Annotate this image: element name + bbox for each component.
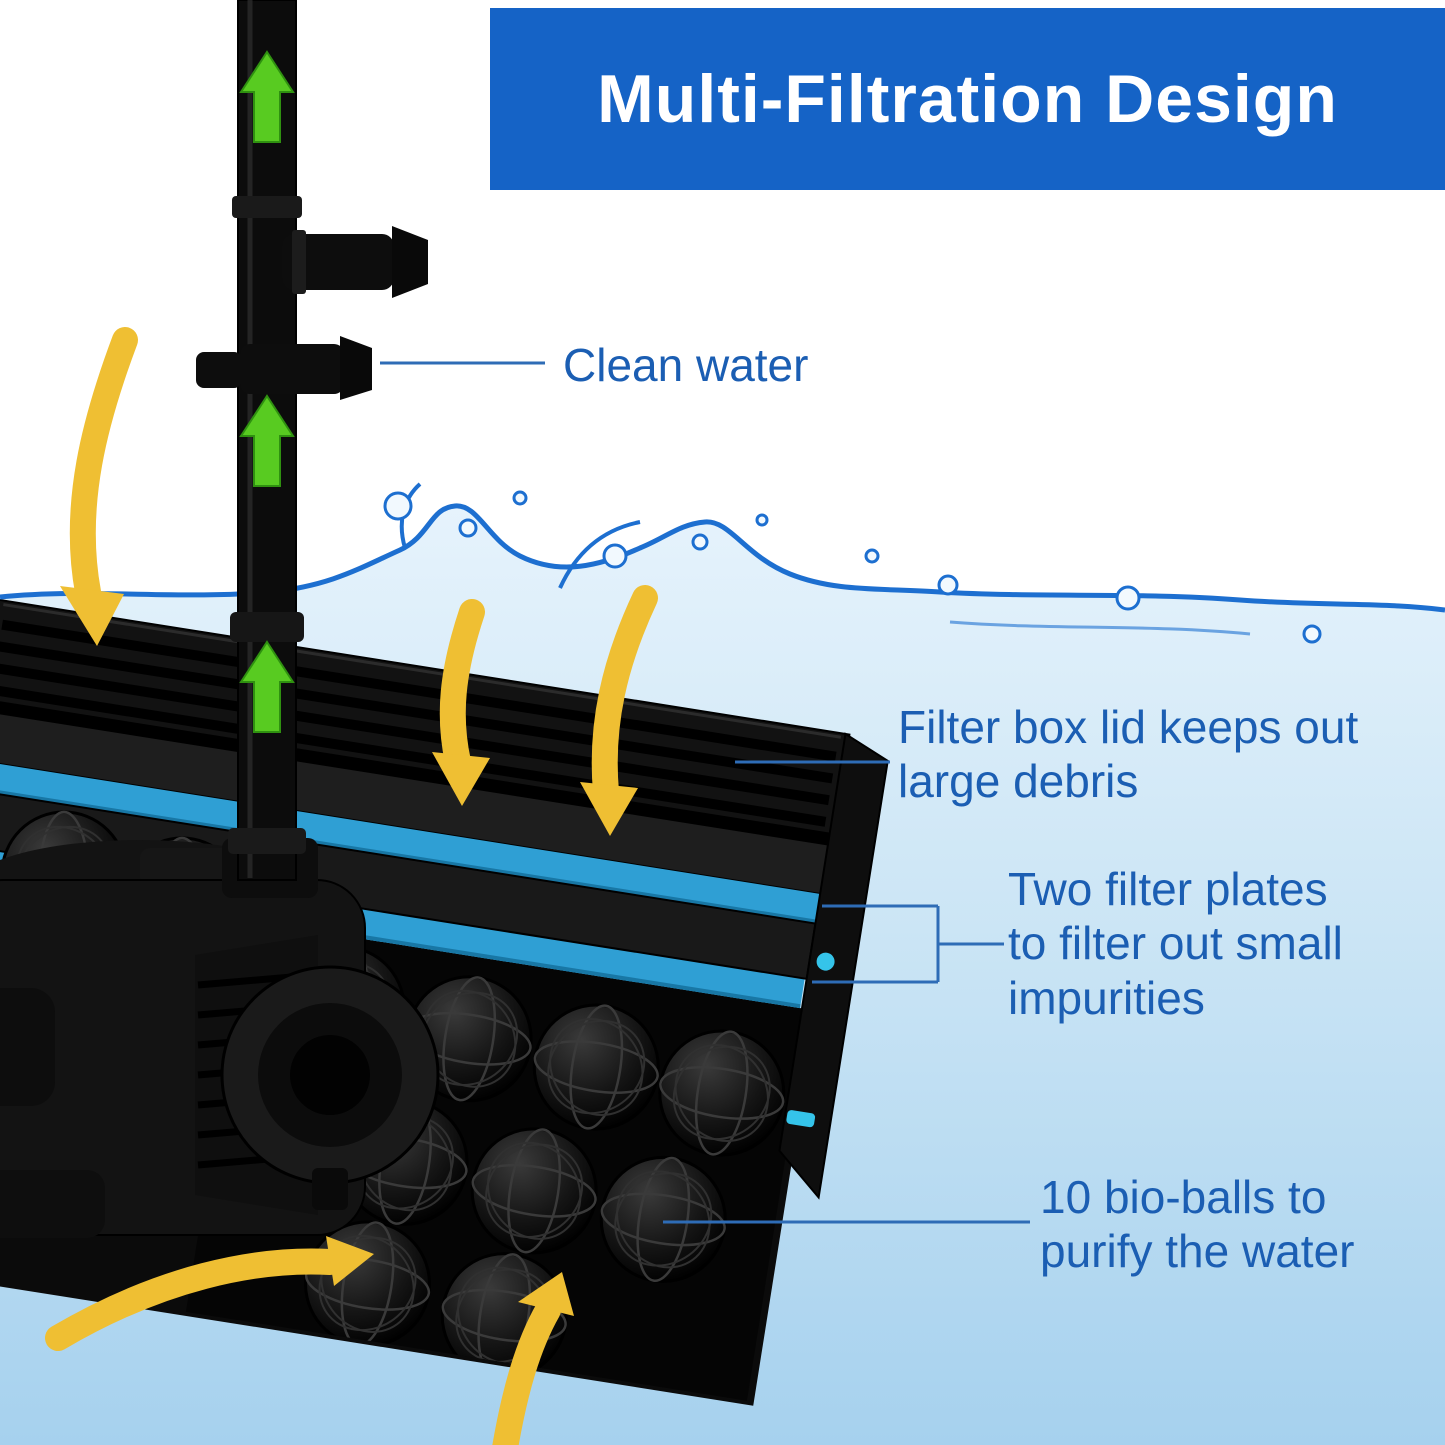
nozzles bbox=[196, 226, 428, 400]
filter-plates-label: Two filter plates to filter out small im… bbox=[1008, 863, 1343, 1024]
upper-nozzle bbox=[282, 226, 428, 298]
filter-lid-label: Filter box lid keeps out large debris bbox=[898, 701, 1359, 808]
water-droplets bbox=[383, 490, 1322, 644]
outlet-pipe bbox=[228, 0, 306, 881]
clean-water-label: Clean water bbox=[563, 339, 809, 391]
filter-plates-bracket bbox=[812, 904, 1004, 984]
title-banner: Multi-Filtration Design bbox=[490, 8, 1445, 190]
callout-lines bbox=[380, 361, 1030, 1224]
pump bbox=[0, 838, 440, 1238]
water-surface bbox=[0, 482, 1445, 644]
page-title: Multi-Filtration Design bbox=[597, 61, 1338, 137]
lower-nozzle bbox=[196, 336, 372, 400]
box-end-cap bbox=[778, 732, 889, 1200]
water-flow-arrows bbox=[45, 327, 658, 1445]
bio-balls-label: 10 bio-balls to purify the water bbox=[1040, 1171, 1355, 1278]
